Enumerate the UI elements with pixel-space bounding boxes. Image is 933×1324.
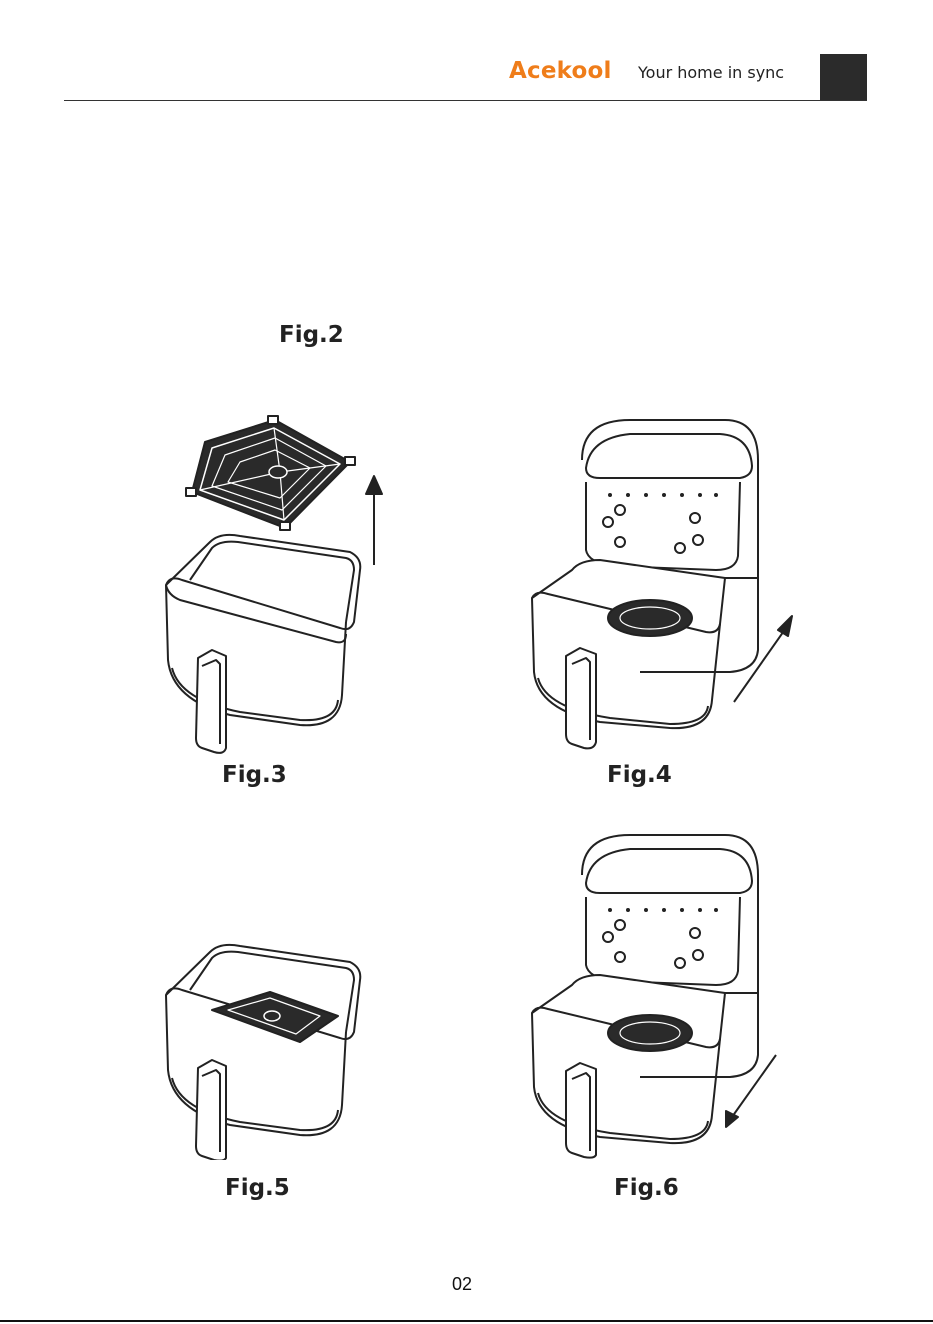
fig5-illustration bbox=[150, 930, 370, 1160]
fig2-caption: Fig.2 bbox=[279, 322, 344, 348]
crisper-rack-icon bbox=[186, 416, 355, 530]
insert-arrow-icon bbox=[734, 628, 786, 702]
fig6-caption: Fig.6 bbox=[614, 1175, 679, 1201]
control-panel-icons bbox=[608, 493, 718, 497]
remove-arrow-icon bbox=[732, 1055, 776, 1117]
fryer-basket-icon bbox=[532, 560, 725, 748]
fig6-illustration bbox=[520, 825, 795, 1160]
page-corner-tab bbox=[820, 54, 867, 101]
fryer-basket-icon bbox=[166, 945, 360, 1160]
footer-divider bbox=[0, 1320, 933, 1322]
brand-logo: Acekool bbox=[509, 58, 612, 84]
header-divider bbox=[64, 100, 867, 101]
fig4-illustration bbox=[520, 410, 795, 755]
fryer-basket-icon bbox=[532, 975, 725, 1158]
fryer-basket-icon bbox=[166, 535, 360, 753]
brand-tagline: Your home in sync bbox=[638, 63, 784, 82]
fig5-caption: Fig.5 bbox=[225, 1175, 290, 1201]
page-number: 02 bbox=[452, 1274, 472, 1295]
fig3-illustration bbox=[150, 410, 400, 755]
fig4-caption: Fig.4 bbox=[607, 762, 672, 788]
fig3-caption: Fig.3 bbox=[222, 762, 287, 788]
control-panel-icons bbox=[608, 908, 718, 912]
